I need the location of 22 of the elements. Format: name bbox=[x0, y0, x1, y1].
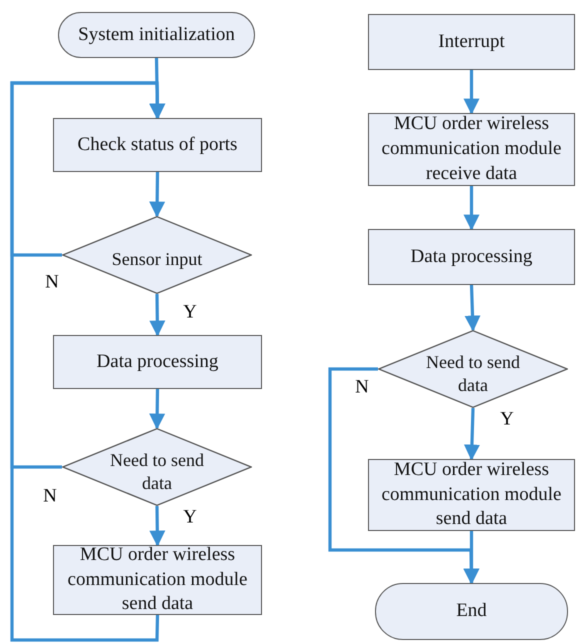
decision-diamond: Need to send data bbox=[62, 428, 252, 506]
process-box: MCU order wireless communication module send data bbox=[368, 459, 575, 531]
arrow bbox=[464, 70, 480, 115]
decision-diamond: Need to send data bbox=[378, 330, 568, 408]
process-box: Interrupt bbox=[368, 14, 575, 70]
terminal-box: End bbox=[375, 583, 568, 640]
process-box: MCU order wireless communication module receive data bbox=[368, 113, 575, 186]
arrow bbox=[149, 388, 166, 430]
arrow bbox=[464, 186, 480, 231]
arrow bbox=[464, 284, 481, 332]
process-box: MCU order wireless communication module send data bbox=[53, 545, 262, 615]
arrow bbox=[464, 408, 480, 461]
process-box: Data processing bbox=[53, 335, 262, 389]
decision-diamond: Sensor input bbox=[62, 216, 252, 294]
arrow bbox=[149, 172, 166, 218]
arrow bbox=[149, 294, 166, 337]
process-box: Check status of ports bbox=[53, 118, 262, 172]
arrow bbox=[149, 506, 166, 547]
arrow bbox=[10, 81, 166, 642]
process-box: Data processing bbox=[368, 229, 575, 285]
arrow bbox=[328, 367, 480, 585]
terminal-box: System initialization bbox=[58, 12, 255, 58]
